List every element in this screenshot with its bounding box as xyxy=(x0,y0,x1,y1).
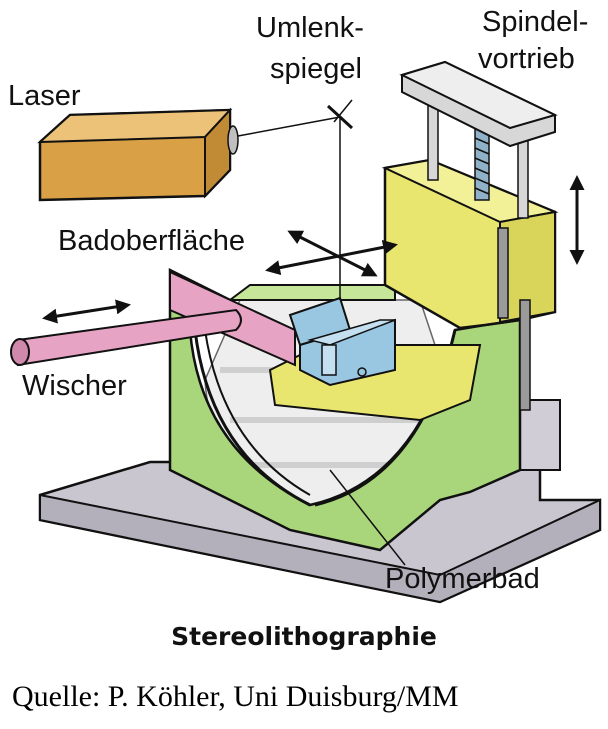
label-umlenkspiegel-1: Umlenk- xyxy=(256,12,364,44)
figure-caption: Stereolithographie xyxy=(171,622,437,651)
label-umlenkspiegel-2: spiegel xyxy=(270,53,362,85)
label-badoberflaeche: Badoberfläche xyxy=(58,225,246,257)
mirror xyxy=(326,104,354,130)
label-polymerbad: Polymerbad xyxy=(385,563,540,595)
bath-surface-arrow-y xyxy=(287,230,378,277)
label-spindelvortrieb-1: Spindel- xyxy=(482,6,589,38)
laser-beam xyxy=(237,99,354,300)
laser-unit xyxy=(37,107,239,202)
source-credit: Quelle: P. Köhler, Uni Duisburg/MM xyxy=(12,680,459,713)
bath-surface-arrow-x xyxy=(265,239,398,276)
label-laser: Laser xyxy=(8,80,81,112)
wiper-arrow xyxy=(42,299,131,324)
label-wischer: Wischer xyxy=(22,370,127,402)
motion-arrows xyxy=(42,175,585,324)
label-spindelvortrieb-2: vortrieb xyxy=(478,43,575,75)
spindle-column xyxy=(381,60,559,411)
polymerbad-leader xyxy=(329,469,406,566)
built-part xyxy=(288,296,396,387)
wiper xyxy=(10,270,296,367)
